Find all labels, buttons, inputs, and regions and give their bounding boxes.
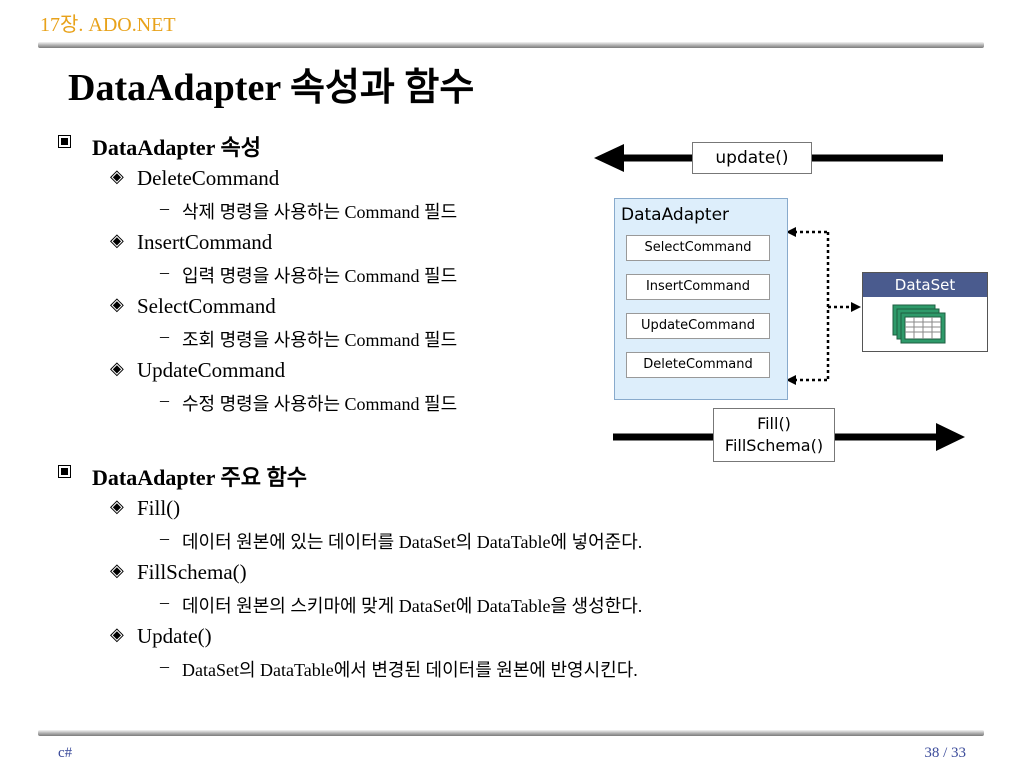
item-label: DeleteCommand [137,166,280,190]
select-command-box: SelectCommand [626,235,770,261]
list-item: ◈ FillSchema() [110,560,247,585]
insert-command-box: InsertCommand [626,274,770,300]
diamond-bullet-icon: ◈ [110,560,124,580]
dataset-header: DataSet [863,273,987,297]
item-label: UpdateCommand [137,358,286,382]
list-item-desc: –입력 명령을 사용하는 Command 필드 [160,262,458,288]
diamond-bullet-icon: ◈ [110,230,124,250]
footer-page-number: 38 / 33 [924,745,966,761]
item-desc: 데이터 원본에 있는 데이터를 DataSet의 DataTable에 넣어준다… [182,532,643,552]
item-label: SelectCommand [137,294,276,318]
slide-title: DataAdapter 속성과 함수 [68,67,475,109]
update-label-box: update() [692,142,812,174]
connector-arrow-down [786,375,796,385]
list-item: ◈ DeleteCommand [110,166,280,191]
item-desc: DataSet의 DataTable에서 변경된 데이터를 원본에 반영시킨다. [182,660,638,680]
item-label: Update() [137,624,212,648]
item-desc: 수정 명령을 사용하는 Command 필드 [182,394,458,414]
chapter-title: 17장. ADO.NET [40,14,176,36]
list-item: ◈ InsertCommand [110,230,273,255]
list-item-desc: –데이터 원본의 스키마에 맞게 DataSet에 DataTable을 생성한… [160,592,643,618]
diamond-bullet-icon: ◈ [110,496,124,516]
list-item-desc: –수정 명령을 사용하는 Command 필드 [160,390,458,416]
diamond-bullet-icon: ◈ [110,358,124,378]
diamond-bullet-icon: ◈ [110,166,124,186]
connector-arrow-right [851,302,861,312]
list-item: ◈ UpdateCommand [110,358,286,383]
bottom-divider [38,730,984,736]
list-item: ◈ Update() [110,624,212,649]
dataadapter-box: DataAdapter SelectCommand InsertCommand … [614,198,788,400]
square-bullet-icon [58,135,71,148]
item-desc: 데이터 원본의 스키마에 맞게 DataSet에 DataTable을 생성한다… [182,596,643,616]
section-heading-properties: DataAdapter 속성 [58,130,262,162]
fill-arrow-head [936,423,965,451]
item-label: InsertCommand [137,230,273,254]
datatable-stack-icon [892,304,946,344]
list-item: ◈ Fill() [110,496,181,521]
diamond-bullet-icon: ◈ [110,294,124,314]
item-label: Fill() [137,496,181,520]
dash-bullet-icon: – [160,528,169,548]
list-item-desc: –삭제 명령을 사용하는 Command 필드 [160,198,458,224]
footer-course: c# [58,745,73,761]
fill-label-box: Fill() FillSchema() [713,408,835,462]
dash-bullet-icon: – [160,592,169,612]
section-heading-functions: DataAdapter 주요 함수 [58,460,307,492]
item-desc: 조회 명령을 사용하는 Command 필드 [182,330,458,350]
dotted-connector [794,230,852,382]
dash-bullet-icon: – [160,262,169,282]
item-desc: 삭제 명령을 사용하는 Command 필드 [182,202,458,222]
list-item-desc: –데이터 원본에 있는 데이터를 DataSet의 DataTable에 넣어준… [160,528,643,554]
dash-bullet-icon: – [160,326,169,346]
item-label: FillSchema() [137,560,247,584]
dash-bullet-icon: – [160,656,169,676]
list-item: ◈ SelectCommand [110,294,276,319]
connector-arrow-up [786,227,796,237]
section-heading-text: DataAdapter 주요 함수 [92,465,307,490]
list-item-desc: –조회 명령을 사용하는 Command 필드 [160,326,458,352]
top-divider [38,42,984,48]
dataset-box: DataSet [862,272,988,352]
dash-bullet-icon: – [160,198,169,218]
update-arrow-head [594,144,624,172]
dash-bullet-icon: – [160,390,169,410]
list-item-desc: –DataSet의 DataTable에서 변경된 데이터를 원본에 반영시킨다… [160,656,638,682]
diamond-bullet-icon: ◈ [110,624,124,644]
square-bullet-icon [58,465,71,478]
delete-command-box: DeleteCommand [626,352,770,378]
item-desc: 입력 명령을 사용하는 Command 필드 [182,266,458,286]
update-command-box: UpdateCommand [626,313,770,339]
fillschema-label: FillSchema() [724,436,824,455]
dataadapter-title: DataAdapter [621,205,730,225]
fill-label: Fill() [757,414,791,433]
section-heading-text: DataAdapter 속성 [92,135,262,160]
